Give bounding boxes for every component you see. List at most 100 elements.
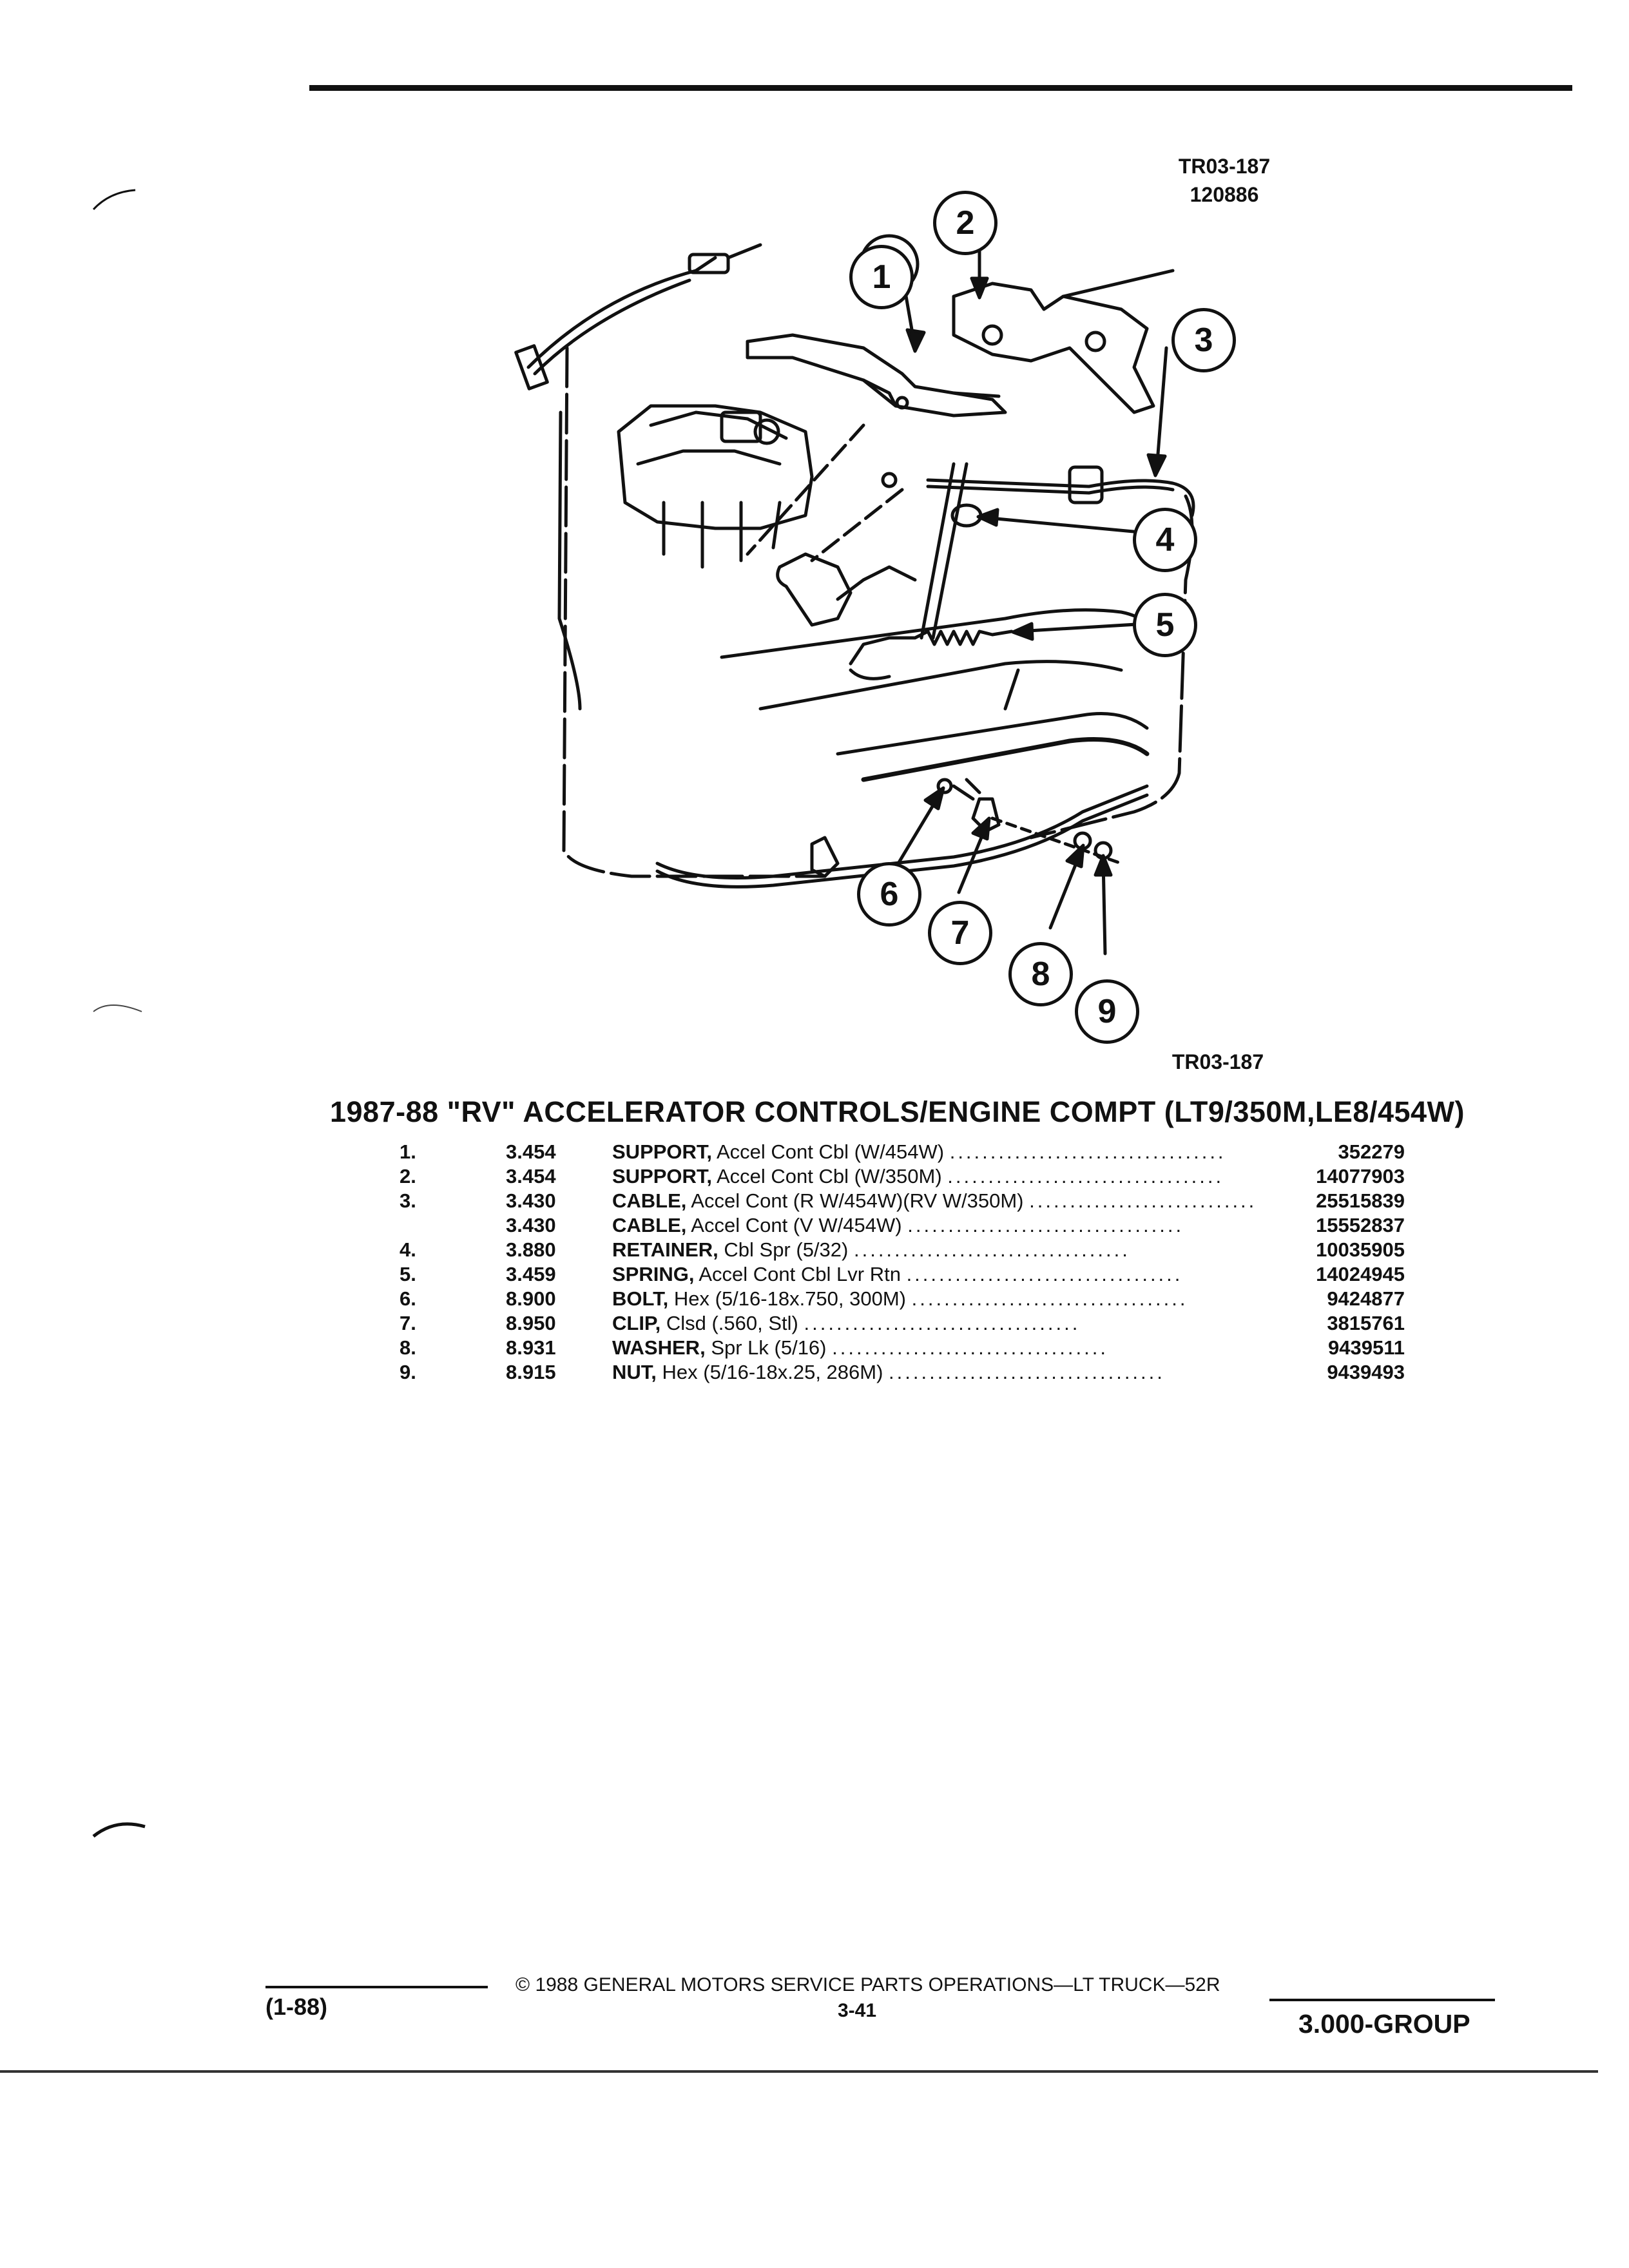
part-name: CABLE, xyxy=(612,1214,687,1236)
leader-dots: .................................. xyxy=(947,1165,1224,1187)
lower-cable xyxy=(655,784,1149,879)
part-desc: CLIP, Clsd (.560, Stl) .................… xyxy=(612,1312,1257,1335)
part-group: 3.459 xyxy=(506,1263,556,1285)
leader-dots: .................................. xyxy=(906,1263,1183,1285)
part-num: 5. xyxy=(400,1263,416,1285)
part-group: 3.430 xyxy=(506,1189,556,1212)
callout-8: 8 xyxy=(1008,942,1073,1006)
part-number: 352279 xyxy=(1338,1140,1405,1163)
part-desc: SPRING, Accel Cont Cbl Lvr Rtn .........… xyxy=(612,1263,1257,1286)
scan-mark xyxy=(92,189,136,211)
part-desc: SUPPORT, Accel Cont Cbl (W/454W) .......… xyxy=(612,1140,1257,1164)
callout-7: 7 xyxy=(928,901,992,965)
footer-copyright: © 1988 GENERAL MOTORS SERVICE PARTS OPER… xyxy=(516,1974,1220,1995)
part-number: 15552837 xyxy=(1316,1214,1405,1236)
part-number: 10035905 xyxy=(1316,1238,1405,1261)
part-name: CABLE, xyxy=(612,1189,687,1212)
callout-4: 4 xyxy=(1133,508,1197,572)
leader-dots: .................................. xyxy=(804,1312,1081,1334)
part-detail: Clsd (.560, Stl) xyxy=(666,1312,798,1334)
part-num: 7. xyxy=(400,1312,416,1334)
part-desc: NUT, Hex (5/16-18x.25, 286M) ...........… xyxy=(612,1361,1257,1384)
part-desc: CABLE, Accel Cont (R W/454W)(RV W/350M) … xyxy=(612,1189,1257,1213)
callout-9: 9 xyxy=(1075,979,1139,1044)
part-desc: SUPPORT, Accel Cont Cbl (W/350M) .......… xyxy=(612,1165,1257,1188)
footer-group: 3.000-GROUP xyxy=(1298,2009,1470,2039)
top-rule xyxy=(309,85,1572,91)
part-num: 3. xyxy=(400,1189,416,1212)
part-row: 3. 3.430 CABLE, Accel Cont (R W/454W)(RV… xyxy=(400,1189,1405,1214)
part-name: BOLT, xyxy=(612,1287,669,1310)
part-num: 1. xyxy=(400,1140,416,1163)
engine-outline xyxy=(562,346,827,878)
part-group: 8.950 xyxy=(506,1312,556,1334)
section-title: 1987-88 "RV" ACCELERATOR CONTROLS/ENGINE… xyxy=(330,1095,1465,1128)
part-detail: Accel Cont Cbl (W/454W) xyxy=(716,1140,945,1163)
carburetor xyxy=(617,404,814,530)
return-spring xyxy=(849,629,1014,666)
part-row: 8. 8.931 WASHER, Spr Lk (5/16) .........… xyxy=(400,1336,1405,1361)
part-group: 3.880 xyxy=(506,1238,556,1261)
part-num: 9. xyxy=(400,1361,416,1383)
part-name: CLIP, xyxy=(612,1312,661,1334)
leader-dots: .................................. xyxy=(853,1238,1130,1261)
leader-dots: .................................. xyxy=(889,1361,1165,1383)
parts-list: 1. 3.454 SUPPORT, Accel Cont Cbl (W/454W… xyxy=(400,1140,1405,1385)
clip-7 xyxy=(971,797,1001,833)
part-number: 14077903 xyxy=(1316,1165,1405,1187)
part-detail: Accel Cont (V W/454W) xyxy=(691,1214,902,1236)
part-name: SPRING, xyxy=(612,1263,695,1285)
diagram-bottom-code: TR03-187 xyxy=(1171,1050,1264,1073)
part-number: 9439493 xyxy=(1327,1361,1405,1383)
part-number: 25515839 xyxy=(1316,1189,1405,1212)
leader-dots: .................................. xyxy=(1029,1189,1257,1212)
part-row: 7. 8.950 CLIP, Clsd (.560, Stl) ........… xyxy=(400,1312,1405,1336)
part-number: 9424877 xyxy=(1327,1287,1405,1310)
footer-page-number: 3-41 xyxy=(838,2000,877,2021)
part-name: SUPPORT, xyxy=(612,1165,713,1187)
scan-mark xyxy=(93,1004,142,1012)
part-name: RETAINER, xyxy=(612,1238,718,1261)
footer-rule-left xyxy=(265,1986,488,1988)
leader-dots: .................................. xyxy=(832,1336,1108,1359)
leader-dots: .................................. xyxy=(907,1214,1184,1236)
part-detail: Accel Cont Cbl Lvr Rtn xyxy=(699,1263,901,1285)
part-detail: Spr Lk (5/16) xyxy=(711,1336,827,1359)
part-detail: Cbl Spr (5/32) xyxy=(724,1238,849,1261)
scan-mark xyxy=(92,1822,146,1838)
part-desc: CABLE, Accel Cont (V W/454W) ...........… xyxy=(612,1214,1257,1237)
part-num: 8. xyxy=(400,1336,416,1359)
callout-2: 2 xyxy=(933,191,998,255)
leader-dots: .................................. xyxy=(949,1140,1226,1163)
part-detail: Hex (5/16-18x.25, 286M) xyxy=(662,1361,883,1383)
leader-dots: .................................. xyxy=(911,1287,1188,1310)
part-row: 2. 3.454 SUPPORT, Accel Cont Cbl (W/350M… xyxy=(400,1165,1405,1189)
footer-date-code: (1-88) xyxy=(265,1994,328,2020)
callout-5: 5 xyxy=(1133,593,1197,657)
part-group: 3.454 xyxy=(506,1165,556,1187)
part-group: 8.900 xyxy=(506,1287,556,1310)
part-detail: Hex (5/16-18x.750, 300M) xyxy=(673,1287,907,1310)
part-row: 3.430 CABLE, Accel Cont (V W/454W) .....… xyxy=(400,1214,1405,1238)
support-bracket-2 xyxy=(952,282,1155,414)
figure-code: TR03-187 xyxy=(1178,155,1271,178)
callout-1: 1 xyxy=(849,245,914,309)
part-row: 6. 8.900 BOLT, Hex (5/16-18x.750, 300M) … xyxy=(400,1287,1405,1312)
part-num: 4. xyxy=(400,1238,416,1261)
part-group: 3.430 xyxy=(506,1214,556,1236)
part-group: 3.454 xyxy=(506,1140,556,1163)
part-desc: BOLT, Hex (5/16-18x.750, 300M) .........… xyxy=(612,1287,1257,1311)
part-name: SUPPORT, xyxy=(612,1140,713,1163)
part-row: 5. 3.459 SPRING, Accel Cont Cbl Lvr Rtn … xyxy=(400,1263,1405,1287)
part-group: 8.931 xyxy=(506,1336,556,1359)
support-bracket-1 xyxy=(746,333,1007,418)
callout-6: 6 xyxy=(857,862,921,927)
callout-3: 3 xyxy=(1171,308,1236,372)
part-desc: RETAINER, Cbl Spr (5/32) ...............… xyxy=(612,1238,1257,1262)
part-num: 2. xyxy=(400,1165,416,1187)
part-name: WASHER, xyxy=(612,1336,706,1359)
part-detail: Accel Cont Cbl (W/350M) xyxy=(716,1165,942,1187)
part-row: 9. 8.915 NUT, Hex (5/16-18x.25, 286M) ..… xyxy=(400,1361,1405,1385)
bolt-6 xyxy=(936,778,953,794)
part-group: 8.915 xyxy=(506,1361,556,1383)
